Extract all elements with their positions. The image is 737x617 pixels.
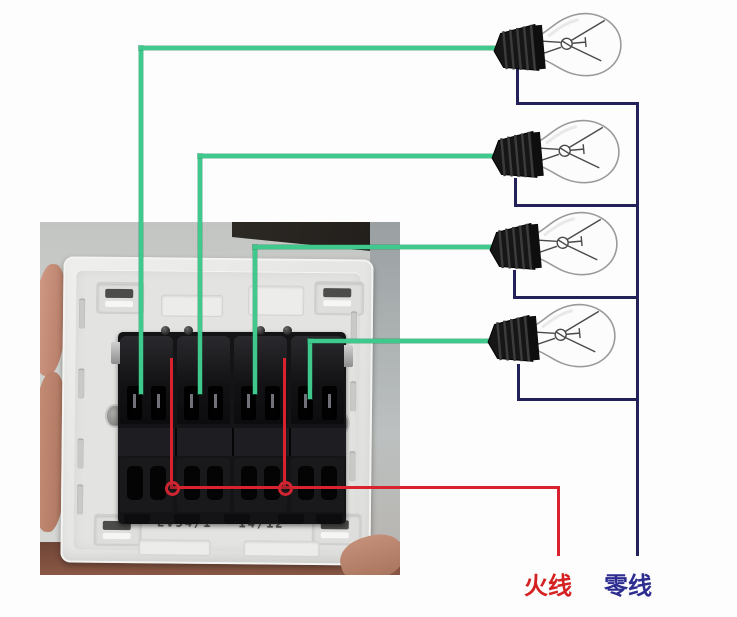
terminal-screw [256, 326, 265, 335]
neutral-branch-2-vertical [514, 178, 517, 207]
mechanism-foot [124, 514, 150, 524]
switch-unit-2 [177, 336, 230, 424]
live-wire-common-2 [283, 358, 286, 488]
mechanism-foot [278, 514, 304, 524]
light-bulb-1 [493, 12, 622, 77]
module-gap [232, 428, 234, 456]
plate-rib [78, 368, 85, 399]
plate-rib [350, 311, 358, 342]
plate-rib [78, 298, 86, 329]
switched-wire-1-vertical [139, 46, 143, 394]
plate-rib [349, 451, 356, 482]
switched-wire-2-vertical [198, 154, 202, 394]
live-terminal-loop-2 [278, 481, 293, 496]
plate-recess [138, 539, 211, 556]
switched-wire-4-vertical [308, 339, 312, 399]
live-wire-horizontal [170, 486, 560, 489]
live-terminal-loop-1 [165, 481, 180, 496]
switched-wire-4-horizontal [308, 339, 491, 343]
neutral-branch-3-horizontal [513, 296, 639, 299]
plate-rib [350, 381, 357, 412]
switched-wire-3-horizontal [253, 245, 493, 249]
switched-wire-3-vertical [253, 245, 257, 394]
live-wire-common-1 [170, 358, 173, 488]
neutral-branch-1-horizontal [516, 102, 639, 105]
lower-module-2 [177, 458, 230, 512]
switch-unit-3 [234, 336, 287, 424]
neutral-branch-1-vertical [516, 66, 519, 105]
lower-module-1 [120, 458, 173, 512]
plate-rib [77, 438, 84, 469]
background-wall [370, 222, 400, 575]
mounting-slot-top-right [314, 281, 365, 316]
light-bulb-3 [489, 211, 618, 276]
switched-wire-2-horizontal [198, 154, 495, 158]
neutral-branch-3-vertical [513, 270, 516, 299]
neutral-wire-label: 零线 [604, 573, 652, 600]
plate-recess [243, 540, 320, 558]
neutral-branch-2-horizontal [514, 204, 639, 207]
plate-rib [76, 484, 84, 515]
module-gap [175, 428, 177, 456]
neutral-bus-vertical [636, 102, 639, 556]
mechanism-foot [174, 514, 200, 524]
live-wire-drop [557, 486, 560, 556]
terminal-screw [283, 326, 292, 335]
lower-module-3 [234, 458, 287, 512]
plate-recess [160, 294, 224, 318]
switched-wire-1-horizontal [139, 46, 497, 50]
mechanism-foot [224, 514, 250, 524]
light-bulb-2 [491, 119, 620, 184]
light-bulb-4 [487, 303, 616, 368]
neutral-branch-4-horizontal [517, 398, 639, 401]
mounting-slot-top-left [96, 281, 145, 315]
terminal-screw [184, 326, 193, 335]
module-gap [289, 428, 291, 456]
switch-photo: EV54/1 14/12 [40, 222, 400, 575]
live-wire-label: 火线 [524, 573, 572, 600]
neutral-branch-4-vertical [517, 364, 520, 401]
switch-unit-1 [120, 336, 173, 424]
lower-module-4 [291, 458, 344, 512]
switch-unit-4 [291, 336, 344, 424]
background-shadow [232, 222, 400, 254]
terminal-screw [161, 326, 170, 335]
mechanism-foot [316, 514, 342, 524]
